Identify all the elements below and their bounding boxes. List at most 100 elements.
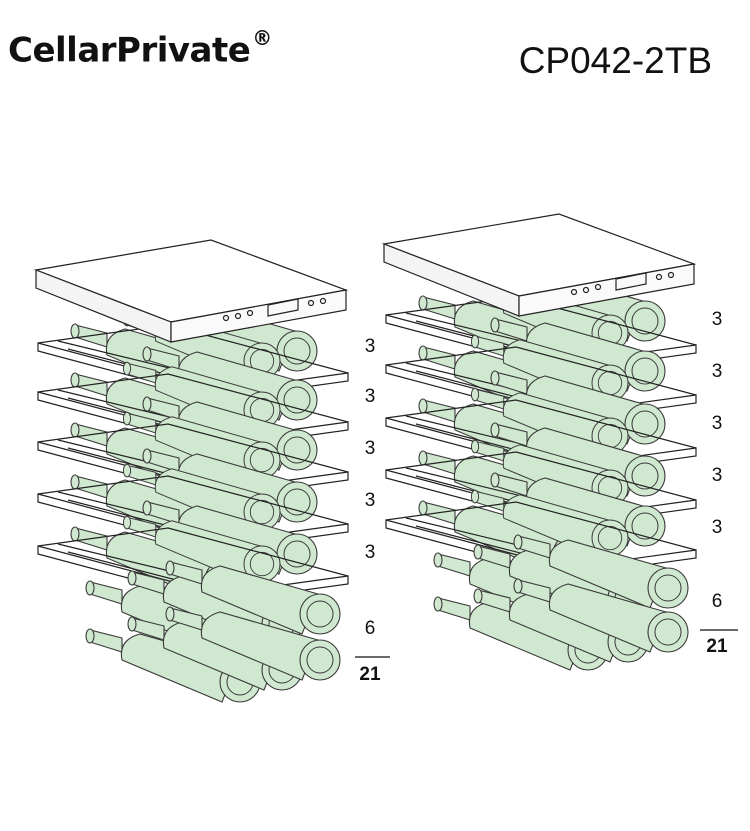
bottle-base — [624, 403, 666, 445]
bottle-cap — [490, 317, 500, 333]
bottle-base — [299, 639, 341, 681]
cabinet-housing — [381, 213, 697, 317]
bottle-punt — [631, 357, 659, 385]
stack-left — [33, 239, 349, 703]
control-display — [615, 272, 647, 291]
bottle-punt — [249, 499, 275, 525]
control-button-icon — [655, 273, 663, 281]
bottle-body — [154, 468, 261, 531]
bottle-base — [624, 455, 666, 497]
bottle-cap — [165, 606, 175, 622]
bottle-punt — [283, 386, 311, 414]
bottle-cap — [418, 500, 428, 516]
bottle-cap — [70, 422, 80, 438]
bottle-punt — [283, 540, 311, 568]
shelf-count-label: 3 — [712, 465, 723, 486]
bottle-body — [502, 339, 609, 402]
bottle-punt — [654, 574, 682, 602]
shelf-count-label: 3 — [365, 438, 376, 459]
bottle-cap — [418, 450, 428, 466]
shelf-count-label: 3 — [365, 490, 376, 511]
bottle-body — [502, 494, 609, 557]
bottle-base — [647, 611, 689, 653]
bottle-cap — [70, 474, 80, 490]
bottle-base — [624, 505, 666, 547]
bottle-cap — [418, 295, 428, 311]
control-button-icon — [222, 314, 230, 322]
bottle-punt — [597, 525, 623, 551]
bottle-cap — [142, 448, 152, 464]
shelf-back-rail — [385, 501, 697, 551]
control-button-icon — [582, 286, 590, 294]
control-display — [267, 298, 299, 317]
bottle-punt — [283, 337, 311, 365]
bottle — [122, 411, 281, 479]
base-count-label: 6 — [365, 618, 376, 639]
bottle-base — [647, 567, 689, 609]
bottle-body — [200, 565, 319, 635]
shelf-count-label: 3 — [712, 361, 723, 382]
shelf-back-rail — [37, 475, 349, 525]
bottle-punt — [249, 551, 275, 577]
bottle-cap — [490, 472, 500, 488]
bottle-body — [200, 611, 319, 681]
bottle-neck — [89, 629, 123, 653]
bottle-cap — [142, 500, 152, 516]
shelf-count-label: 3 — [712, 309, 723, 330]
bottle-cap — [473, 544, 483, 560]
base-count-label: 6 — [712, 591, 723, 612]
bottle-punt — [631, 462, 659, 490]
bottle-cap — [70, 323, 80, 339]
bottle-cap — [142, 346, 152, 362]
bottle-cap — [470, 334, 480, 349]
brand-name: CellarPrivate — [8, 30, 251, 71]
bottle-cap — [127, 570, 137, 586]
total-count-label: 21 — [359, 664, 381, 685]
shelf-count-label: 3 — [365, 542, 376, 563]
bottle-cap — [470, 387, 480, 402]
shelf-back-rail — [37, 527, 349, 577]
bottle-cap — [142, 396, 152, 412]
bottle — [165, 606, 341, 681]
shelf-back-rail — [385, 346, 697, 396]
shelf-count-label: 3 — [365, 386, 376, 407]
bottle-cap — [470, 489, 480, 504]
bottle-punt — [249, 447, 275, 473]
bottle-body — [154, 520, 261, 583]
bottle-cap — [433, 552, 443, 568]
bottle-cap — [473, 588, 483, 604]
bottle-punt — [283, 488, 311, 516]
bottle — [513, 534, 689, 609]
bottle-neck — [89, 581, 123, 605]
bottle-body — [548, 539, 667, 609]
bottle-punt — [306, 646, 334, 674]
bottle-cap — [513, 534, 523, 550]
total-count-label: 21 — [706, 636, 728, 657]
bottle-punt — [283, 436, 311, 464]
bottle-cap — [165, 560, 175, 576]
bottle-cap — [122, 411, 132, 426]
bottle-base — [624, 350, 666, 392]
bottle-neck — [437, 597, 471, 621]
bottle-cap — [418, 345, 428, 361]
bottle-cap — [70, 526, 80, 542]
stack-right — [381, 213, 697, 671]
bottle-cap — [513, 578, 523, 594]
cabinet-housing — [33, 239, 349, 343]
bottle-base — [276, 330, 318, 372]
shelf-count-label: 3 — [712, 517, 723, 538]
bottle-cap — [470, 439, 480, 454]
control-button-icon — [246, 309, 254, 317]
shelf-count-label: 3 — [365, 336, 376, 357]
bottle-body — [120, 633, 239, 703]
bottle-cap — [490, 370, 500, 386]
bottle-punt — [631, 410, 659, 438]
bottle-base — [276, 429, 318, 471]
bottle-cap — [85, 580, 95, 596]
bottle-body — [548, 583, 667, 653]
bottle-cap — [122, 515, 132, 530]
shelf-back-rail — [385, 451, 697, 501]
control-button-icon — [319, 297, 327, 305]
bottle-base — [276, 379, 318, 421]
